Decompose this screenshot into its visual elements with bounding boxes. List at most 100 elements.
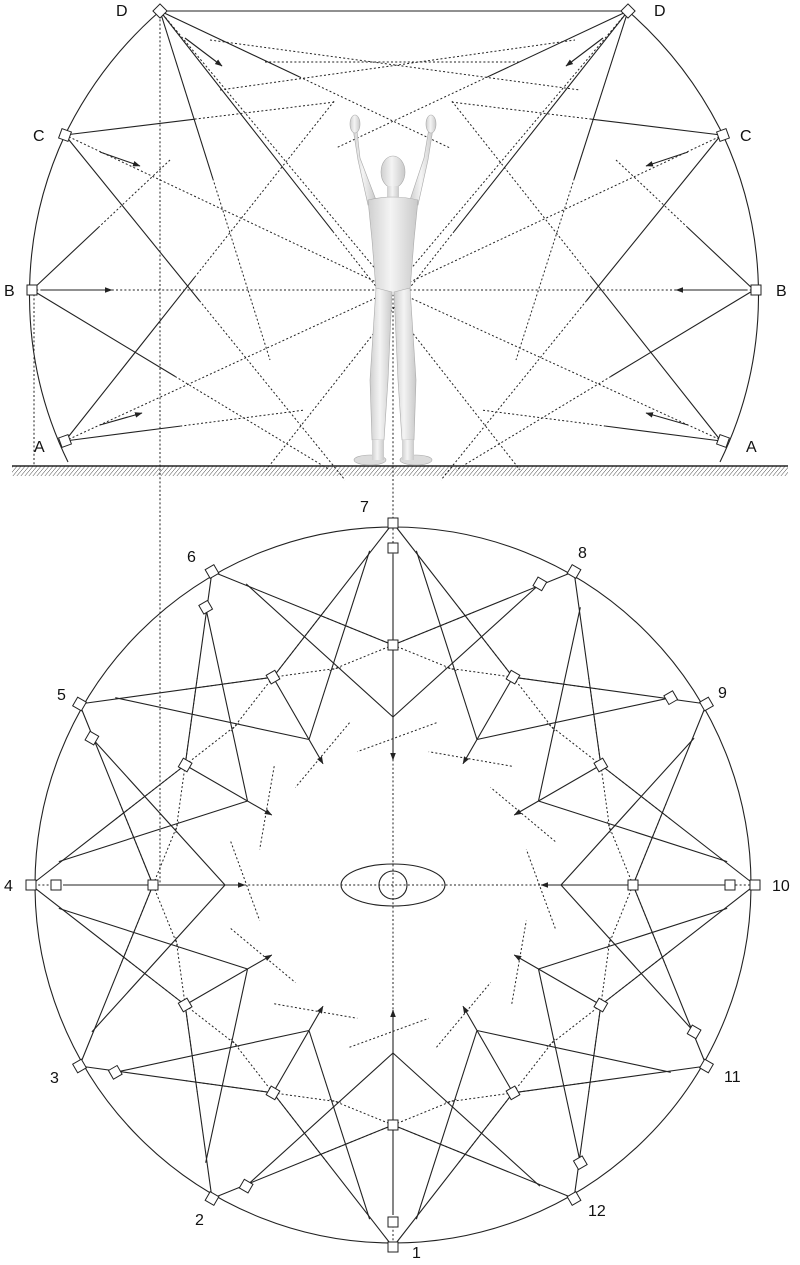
plan-dotted-right-9 xyxy=(606,803,667,949)
elev-right-fan-solid-4 xyxy=(590,276,722,442)
plan-inner-spike-b-4 xyxy=(58,800,248,863)
elev-left-fan-dotted-6 xyxy=(97,159,171,228)
plan-diag-arrow-6 xyxy=(513,954,602,1006)
label-left-c: C xyxy=(33,128,45,145)
plan-spike-right-1 xyxy=(272,1092,394,1248)
plan-camera-ring2-6 xyxy=(198,599,214,615)
plan-camera-ring2-3 xyxy=(107,1064,123,1080)
elev-left-fan-solid-8 xyxy=(159,10,334,232)
plan-inner-spike-a-6 xyxy=(205,607,249,802)
elev-right-fan-dotted-5 xyxy=(480,409,606,427)
plan-label-4: 4 xyxy=(4,878,13,895)
elevation-sight-lines xyxy=(31,10,756,481)
plan-spike-right-4 xyxy=(30,764,186,886)
plan-dotted-right-2 xyxy=(175,937,198,1093)
plan-diag-arrow-2 xyxy=(462,1005,514,1094)
camera-right-b xyxy=(750,284,762,296)
elev-right-fan-dotted-8 xyxy=(265,231,455,471)
plan-spike-left-7 xyxy=(272,522,394,678)
plan-diag-arrow-3 xyxy=(272,1005,324,1094)
elev-left-fan-solid-1 xyxy=(159,10,300,78)
elevation-view: D C B A D C B A xyxy=(4,3,788,885)
plan-spike-left-1 xyxy=(392,1092,514,1248)
label-left-a: A xyxy=(34,439,45,456)
plan-label-10: 10 xyxy=(772,878,790,895)
plan-spike-right-3 xyxy=(78,884,154,1067)
elev-center-ray-left-C xyxy=(64,134,394,291)
plan-dotted-right-5 xyxy=(185,667,341,690)
plan-camera-inner-2 xyxy=(265,1085,281,1101)
elev-right-fan-solid-8 xyxy=(453,10,629,232)
plan-camera-outer-12 xyxy=(566,1190,582,1207)
plan-dotted-left-11 xyxy=(606,821,667,967)
plan-inner-spike-a-4 xyxy=(58,907,248,970)
plan-inner-spike-a-7 xyxy=(308,550,371,740)
plan-dotted-inner-10 xyxy=(525,849,556,929)
plan-inner-spike-b-12 xyxy=(392,1052,541,1187)
plan-inner-spike-a-1 xyxy=(415,1030,478,1220)
plan-dotted-right-6 xyxy=(311,611,457,672)
plan-dotted-left-10 xyxy=(546,722,671,820)
elev-arrow-right-c xyxy=(645,151,689,167)
plan-label-9: 9 xyxy=(718,685,727,702)
plan-dotted-inner-9 xyxy=(490,787,556,842)
plan-camera-inner-3 xyxy=(177,997,193,1013)
plan-diag-arrow-0 xyxy=(462,676,514,765)
plan-dotted-inner-3 xyxy=(230,928,296,983)
camera-left-c xyxy=(57,127,73,143)
plan-dotted-inner-11 xyxy=(511,920,527,1004)
plan-camera-outer-2 xyxy=(204,1190,220,1207)
plan-camera-ring2-11 xyxy=(686,1024,702,1040)
plan-spike-right-11 xyxy=(512,1065,707,1094)
elev-arrow-left-d xyxy=(184,37,223,67)
plan-dotted-left-9 xyxy=(445,667,601,690)
camera-right-c xyxy=(715,127,731,143)
plan-inner-spike-a-12 xyxy=(537,968,581,1163)
plan-camera-ring2-10 xyxy=(724,879,736,891)
plan-camera-inner-10 xyxy=(627,879,639,891)
plan-camera-inner-6 xyxy=(265,669,281,685)
elev-left-fan-solid-5 xyxy=(64,425,181,442)
label-left-d: D xyxy=(116,3,128,20)
plan-label-7: 7 xyxy=(360,499,369,516)
plan-inner-spike-b-5 xyxy=(115,697,310,741)
human-figure xyxy=(349,114,437,466)
elev-arrow-left-c xyxy=(99,151,141,167)
plan-camera-inner-1 xyxy=(387,1119,399,1131)
elev-arrow-right-d xyxy=(565,37,604,67)
plan-label-6: 6 xyxy=(187,549,196,566)
plan-label-2: 2 xyxy=(195,1212,204,1229)
plan-spike-left-4 xyxy=(30,884,186,1006)
elev-arrow-left-a xyxy=(99,412,143,426)
elev-left-fan-dotted-1 xyxy=(298,76,451,149)
plan-spike-right-9 xyxy=(632,703,708,886)
subject-ellipse xyxy=(340,863,446,907)
plan-dotted-right-11 xyxy=(445,1080,601,1103)
plan-dotted-right-1 xyxy=(230,1038,328,1163)
elev-top-cross-line-2 xyxy=(209,39,581,91)
elev-left-fan-solid-4 xyxy=(64,276,196,442)
plan-inner-spike-a-11 xyxy=(560,884,695,1033)
plan-dotted-left-7 xyxy=(230,607,328,732)
elev-right-fan-dotted-1 xyxy=(335,76,489,149)
plan-cameras xyxy=(25,517,761,1253)
elev-right-fan-dotted-0 xyxy=(515,178,575,361)
plan-dotted-inner-1 xyxy=(349,1017,429,1048)
plan-dotted-left-2 xyxy=(311,1098,457,1159)
plan-inner-spike-b-3 xyxy=(91,884,226,1033)
camera-right-d xyxy=(620,3,636,19)
plan-dotted-right-3 xyxy=(119,821,180,967)
plan-dotted-inner-4 xyxy=(230,841,261,921)
plan-camera-inner-7 xyxy=(387,639,399,651)
elev-right-fan-solid-7 xyxy=(610,289,755,377)
plan-inner-spike-a-10 xyxy=(538,800,728,863)
elev-left-fan-dotted-2 xyxy=(194,101,336,120)
plan-diag-arrow-5 xyxy=(184,764,273,816)
elev-right-fan-solid-5 xyxy=(605,425,722,442)
plan-spike-right-2 xyxy=(184,1004,213,1199)
elev-left-fan-dotted-4 xyxy=(194,99,336,278)
plan-inner-spike-b-10 xyxy=(538,907,728,970)
elev-left-fan-dotted-0 xyxy=(212,178,271,361)
elev-right-fan-dotted-3 xyxy=(440,300,587,481)
